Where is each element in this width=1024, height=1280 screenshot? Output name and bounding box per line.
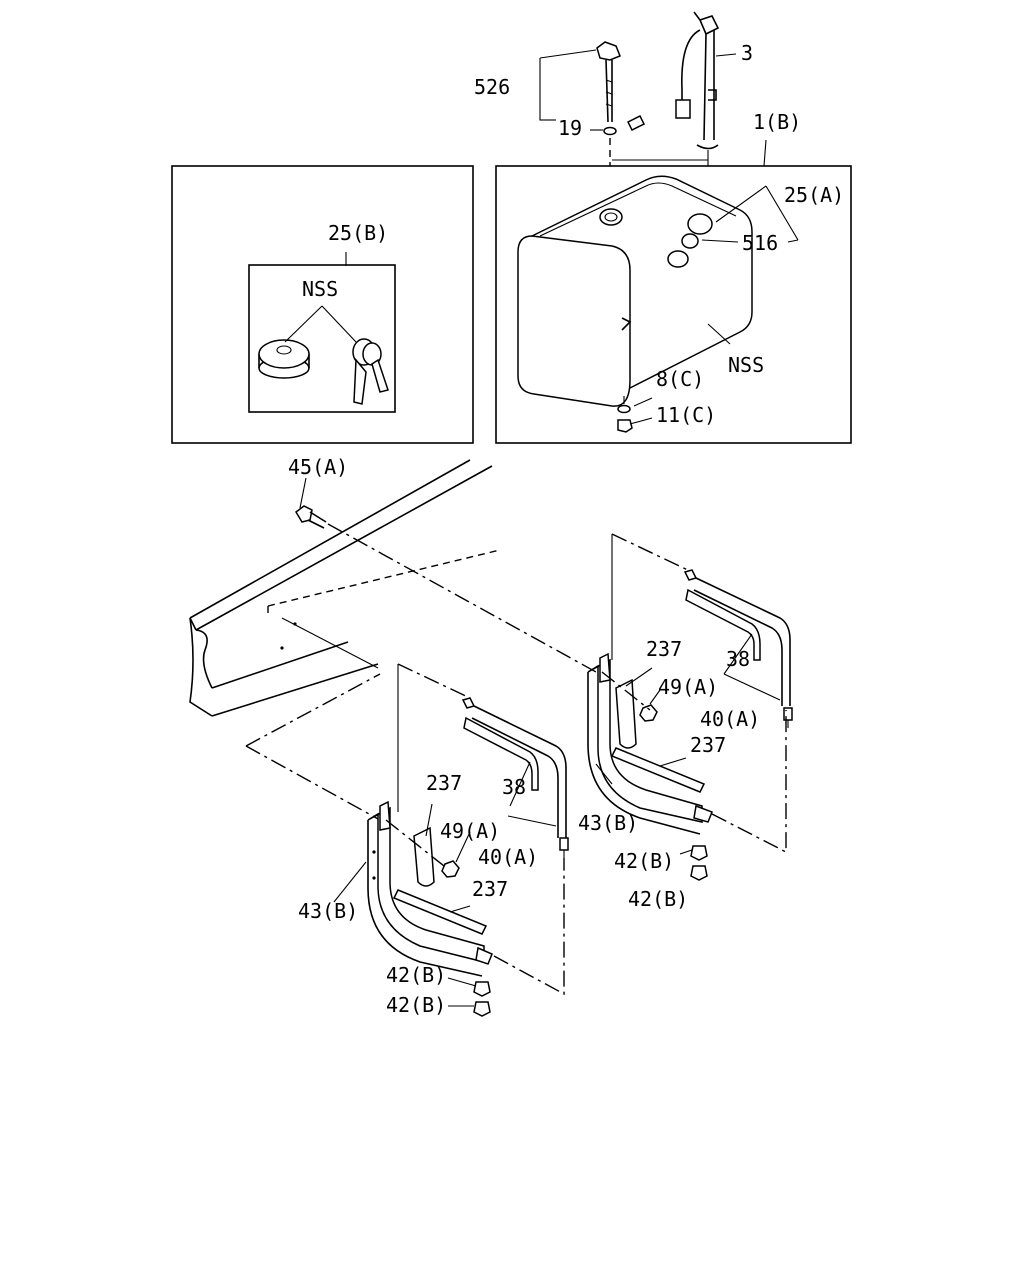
label-nss-cap: NSS <box>302 277 338 301</box>
label-42b-rear-1: 42(B) <box>614 849 674 873</box>
bolt-45a <box>295 505 327 529</box>
label-25a: 25(A) <box>784 183 844 207</box>
label-237-front-top: 237 <box>426 771 462 795</box>
key-icon <box>352 338 389 405</box>
label-49a-rear: 49(A) <box>658 675 718 699</box>
chassis-frame-rail <box>189 459 501 717</box>
label-237-front-bottom: 237 <box>472 877 508 901</box>
bracket-assembly-front <box>245 663 569 977</box>
inset-frame-left <box>171 165 474 444</box>
label-25b: 25(B) <box>328 221 388 245</box>
part-labels: 526 3 19 1(B) 25(A) 516 NSS 8(C) 11(C) 2… <box>288 41 844 1017</box>
washer-8c <box>617 404 631 414</box>
label-nss-tank: NSS <box>728 353 764 377</box>
label-43b-rear: 43(B) <box>578 811 638 835</box>
nut-42b-rear-upper <box>690 845 708 861</box>
drain-plug-11c <box>617 419 633 433</box>
inset-frame-cap-key <box>248 264 396 413</box>
leader-lines <box>284 49 799 1007</box>
label-3: 3 <box>741 41 753 65</box>
fuel-gauge-sender <box>675 11 720 150</box>
label-45a: 45(A) <box>288 455 348 479</box>
label-237-rear-bottom: 237 <box>690 733 726 757</box>
label-38-rear: 38 <box>726 647 750 671</box>
fuel-cap-lockable <box>258 339 310 379</box>
label-42b-rear-2: 42(B) <box>628 887 688 911</box>
nut-42b-front-lower <box>473 1001 491 1017</box>
inset-frame-tank <box>495 165 852 444</box>
fuel-tank <box>517 175 753 407</box>
nut-42b-rear-lower <box>690 865 708 881</box>
label-516: 516 <box>742 231 778 255</box>
label-8c: 8(C) <box>656 367 704 391</box>
label-40a-front: 40(A) <box>478 845 538 869</box>
label-11c: 11(C) <box>656 403 716 427</box>
label-526: 526 <box>474 75 510 99</box>
label-40a-rear: 40(A) <box>700 707 760 731</box>
bracket-assembly-rear <box>587 533 793 835</box>
label-1b: 1(B) <box>753 110 801 134</box>
label-49a-front: 49(A) <box>440 819 500 843</box>
label-19: 19 <box>558 116 582 140</box>
label-38-front: 38 <box>502 775 526 799</box>
level-sensor <box>596 41 646 136</box>
label-42b-front-1: 42(B) <box>386 963 446 987</box>
nut-42b-front-upper <box>473 981 491 997</box>
label-237-rear-top: 237 <box>646 637 682 661</box>
label-42b-front-2: 42(B) <box>386 993 446 1017</box>
label-43b-front: 43(B) <box>298 899 358 923</box>
